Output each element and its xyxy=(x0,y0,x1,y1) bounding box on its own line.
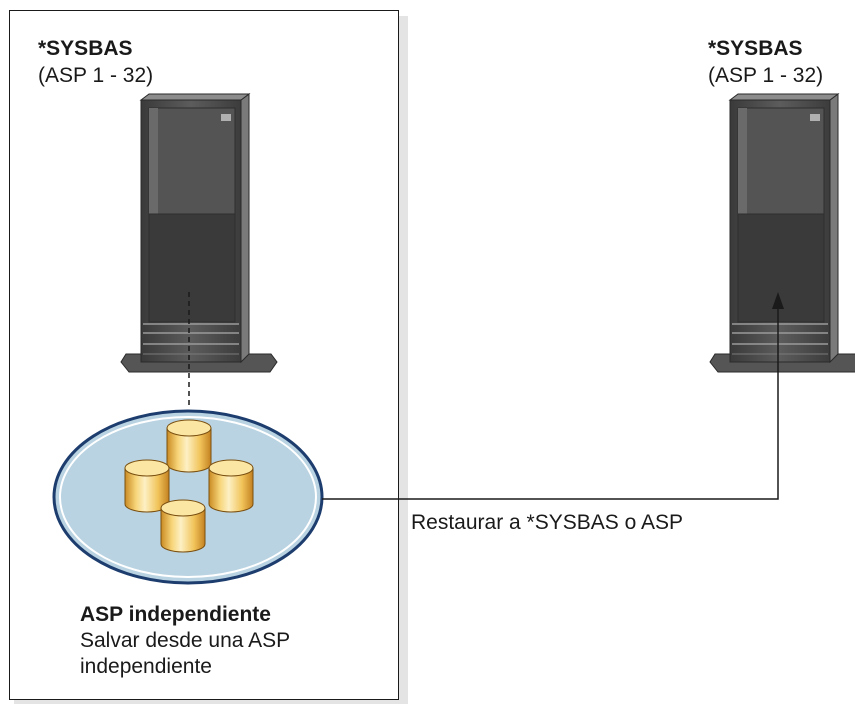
source-server-icon xyxy=(120,93,278,373)
restore-arrow-label: Restaurar a *SYSBAS o ASP xyxy=(411,511,683,534)
arrow-head-icon xyxy=(772,292,784,309)
source-system-subtitle: (ASP 1 - 32) xyxy=(38,64,154,87)
independent-asp-description-line2: independiente xyxy=(80,655,212,678)
independent-asp-description-line1: Salvar desde una ASP xyxy=(80,629,291,652)
disk-pool-icon xyxy=(52,409,324,585)
source-system-title: *SYSBAS xyxy=(38,37,133,60)
independent-asp-title: ASP independiente xyxy=(80,603,271,626)
target-system-title: *SYSBAS xyxy=(708,37,803,60)
target-system-subtitle: (ASP 1 - 32) xyxy=(708,64,824,87)
restore-arrow xyxy=(322,292,784,500)
target-server-icon xyxy=(709,93,855,373)
